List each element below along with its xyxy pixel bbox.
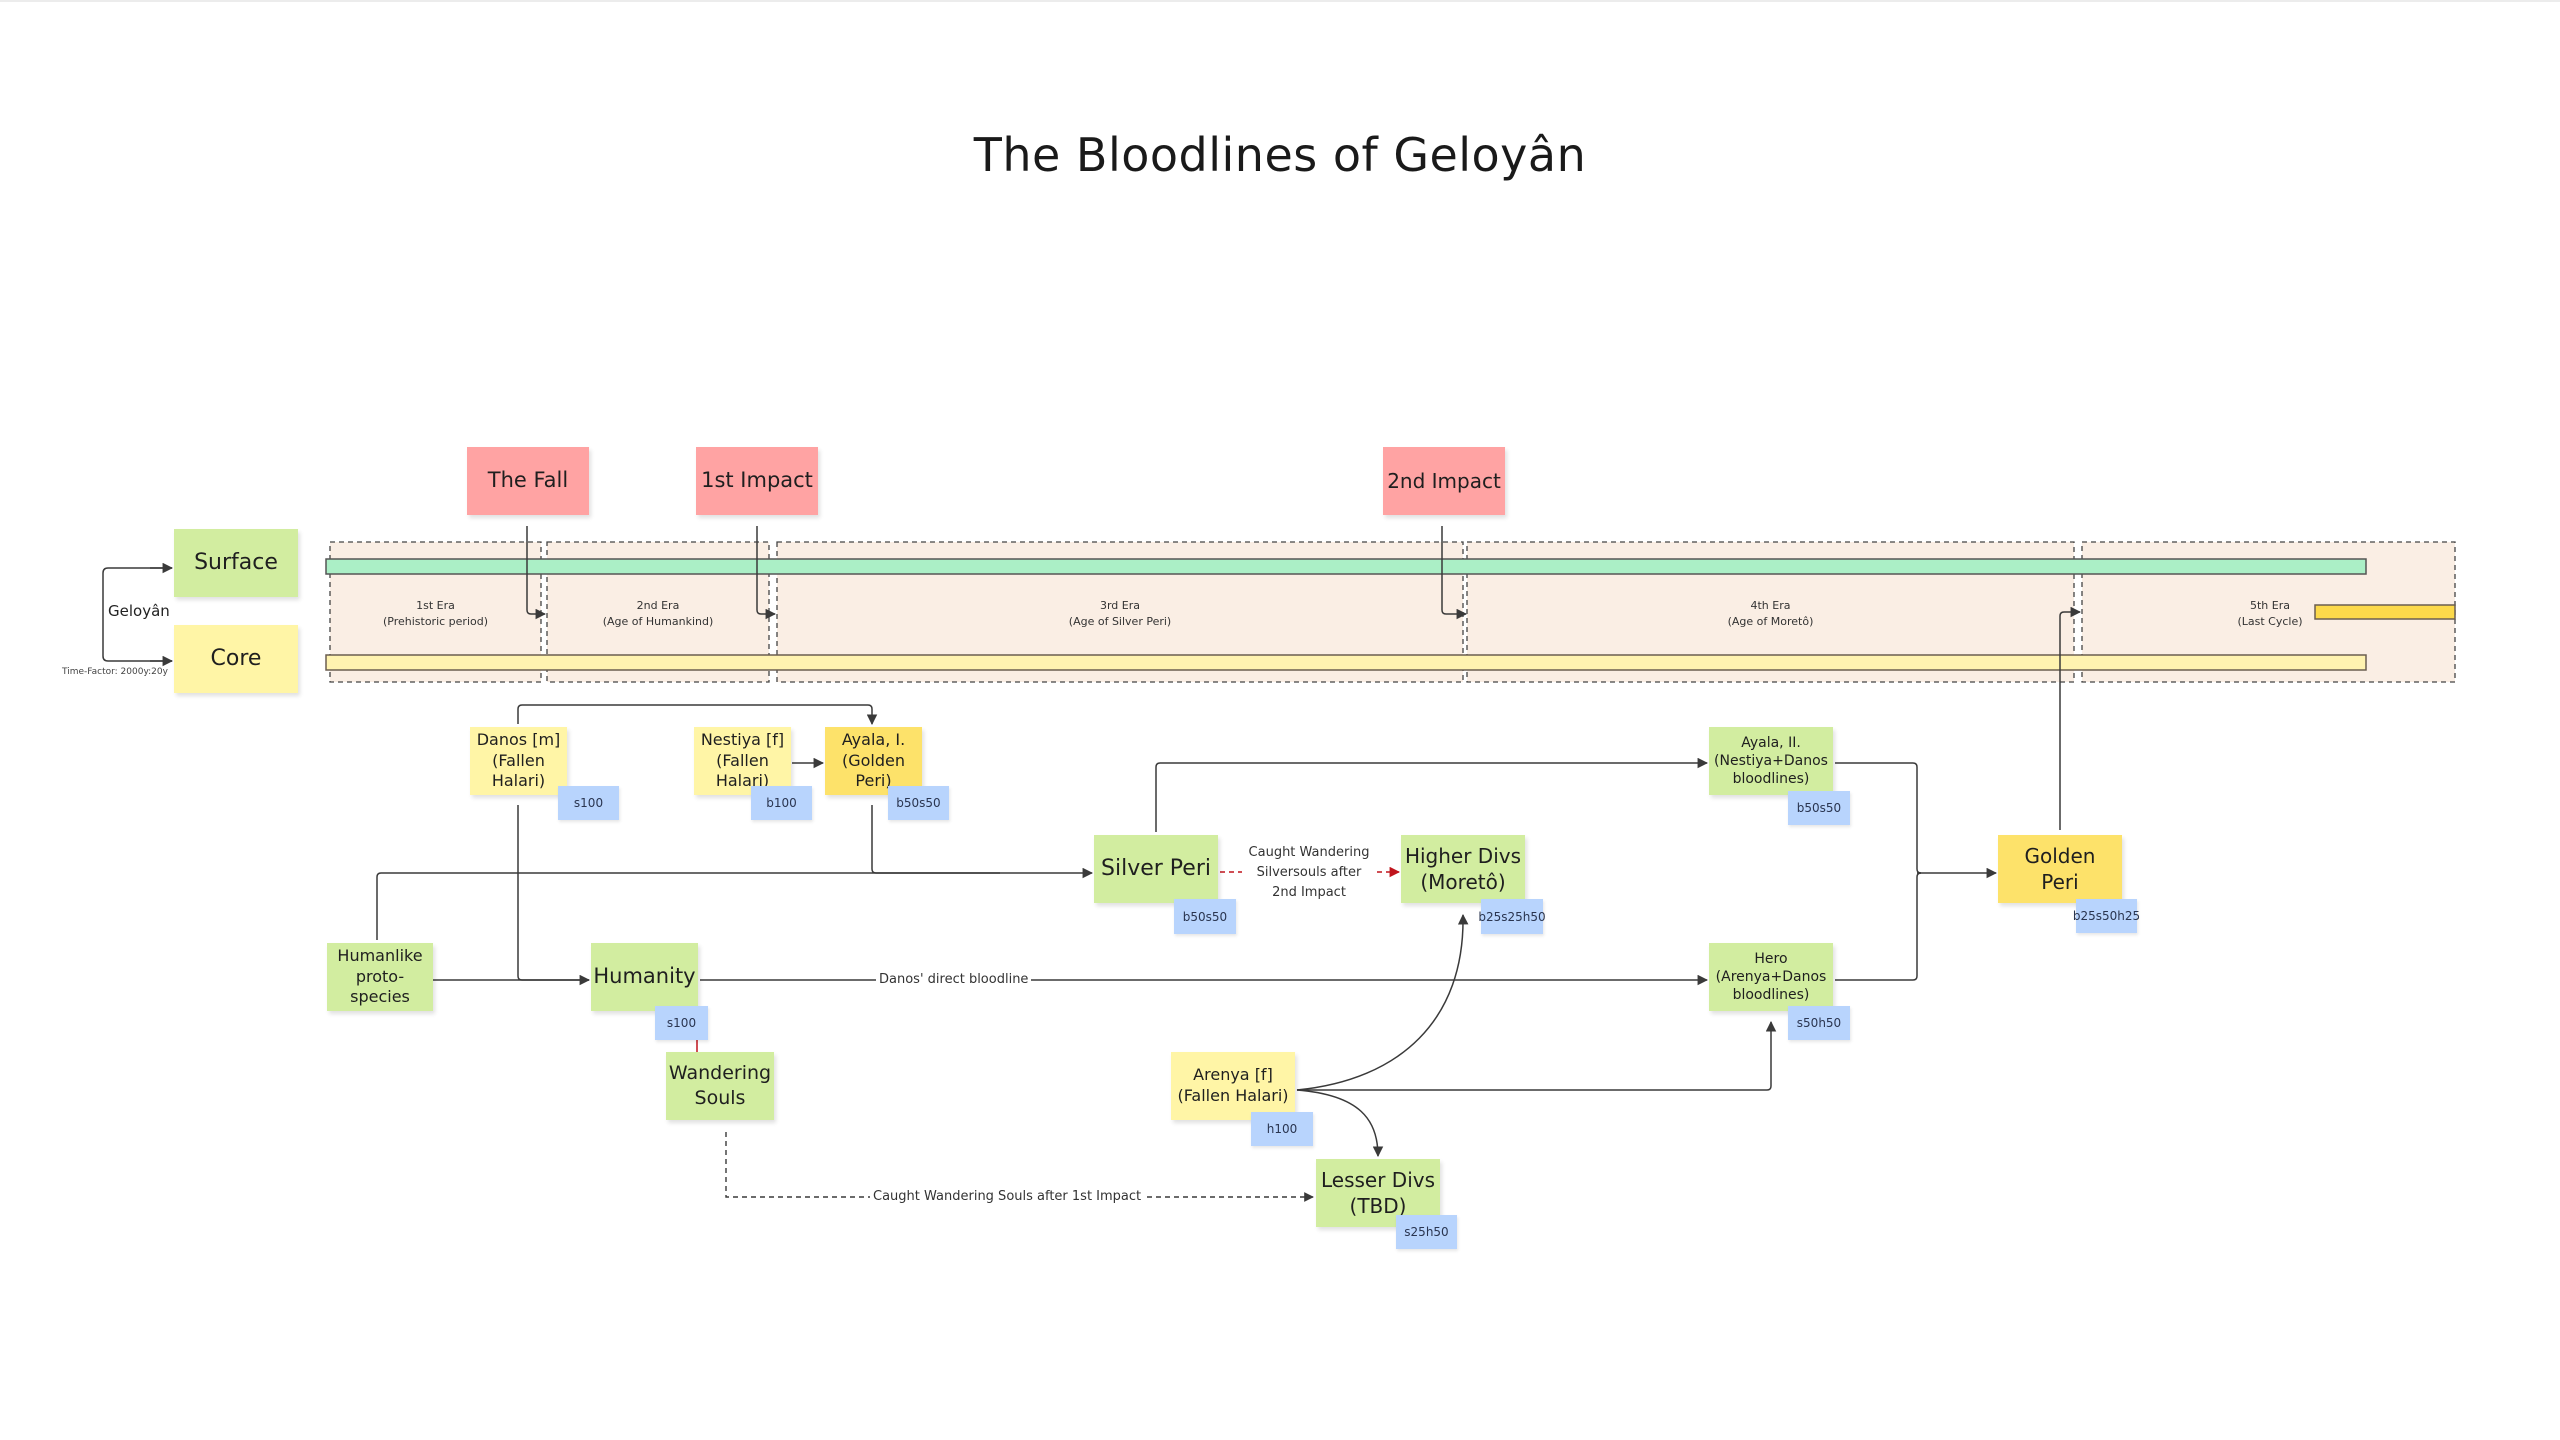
node-lesser-divs-label: Lesser Divs (TBD) [1320, 1168, 1436, 1218]
event-the-fall[interactable]: The Fall [467, 447, 589, 515]
node-golden-peri[interactable]: Golden Peri [1998, 835, 2122, 903]
era-2-label: 2nd Era (Age of Humankind) [602, 599, 714, 628]
node-arenya-label: Arenya [f] (Fallen Halari) [1177, 1065, 1289, 1105]
edge-humanlike-to-silverperi [376, 867, 1094, 940]
node-golden-peri-label: Golden Peri [2024, 844, 2096, 894]
node-hero-label: Hero (Arenya+Danos bloodlines) [1715, 950, 1827, 1004]
era-5-label: 5th Era (Last Cycle) [2237, 599, 2303, 628]
node-ayala1-tag: b50s50 [888, 786, 949, 820]
era-3-label: 3rd Era (Age of Silver Peri) [1068, 599, 1172, 628]
node-silver-peri[interactable]: Silver Peri [1094, 835, 1218, 903]
node-hero-tag: s50h50 [1788, 1006, 1850, 1040]
geloyan-label: Geloyân [108, 602, 170, 620]
node-ayala2[interactable]: Ayala, II. (Nestiya+Danos bloodlines) [1709, 727, 1833, 795]
diagram-title: The Bloodlines of Geloyân [973, 128, 1587, 182]
edge-wandering-to-lesserdivs [725, 1132, 1314, 1202]
node-silver-peri-tag: b50s50 [1174, 899, 1236, 934]
node-humanlike[interactable]: Humanlike proto-species [327, 943, 433, 1011]
core-bar [325, 654, 2367, 671]
edge-label-silversouls: Caught Wandering Silversouls after 2nd I… [1244, 843, 1374, 904]
edge-ayala1-to-silverperi [871, 805, 1000, 874]
geloyan-bracket-surface [102, 567, 172, 662]
node-humanity[interactable]: Humanity [591, 943, 698, 1011]
event-2nd-impact[interactable]: 2nd Impact [1383, 447, 1505, 515]
node-golden-peri-tag: b25s50h25 [2073, 899, 2140, 933]
node-humanlike-label: Humanlike proto-species [337, 945, 423, 1007]
event-2nd-impact-label: 2nd Impact [1387, 469, 1501, 493]
node-arenya[interactable]: Arenya [f] (Fallen Halari) [1171, 1052, 1295, 1120]
node-ayala2-label: Ayala, II. (Nestiya+Danos bloodlines) [1714, 734, 1828, 788]
node-higher-divs[interactable]: Higher Divs (Moretô) [1401, 835, 1525, 903]
edge-hero-to-goldenperi [1835, 872, 1922, 981]
edge-label-danos-bloodline: Danos' direct bloodline [876, 970, 1032, 991]
node-nestiya-tag: b100 [751, 786, 812, 820]
edge-label-wandering-souls: Caught Wandering Souls after 1st Impact [870, 1187, 1145, 1208]
top-divider [0, 0, 2560, 2]
node-ayala1-label: Ayala, I. (Golden Peri) [841, 729, 906, 791]
event-the-fall-label: The Fall [487, 468, 569, 493]
layer-core[interactable]: Core [174, 625, 298, 693]
node-arenya-tag: h100 [1251, 1112, 1313, 1146]
edge-fall-to-era2 [526, 526, 547, 620]
layer-core-label: Core [210, 645, 262, 671]
last-cycle-bar [2314, 604, 2456, 620]
edge-danos-to-humanity [517, 805, 591, 986]
edge-silverperi-to-ayala2 [1155, 757, 1709, 832]
edge-arenya-to-higherdivs [1296, 913, 1469, 1091]
edge-arenya-to-hero [1297, 1020, 1777, 1091]
node-silver-peri-label: Silver Peri [1101, 855, 1211, 881]
node-wandering-souls[interactable]: Wandering Souls [666, 1052, 774, 1120]
edge-danos-to-ayala1 [517, 704, 878, 726]
node-hero[interactable]: Hero (Arenya+Danos bloodlines) [1709, 943, 1833, 1011]
node-higher-divs-label: Higher Divs (Moretô) [1404, 844, 1522, 894]
node-nestiya-label: Nestiya [f] (Fallen Halari) [700, 729, 785, 791]
event-1st-impact[interactable]: 1st Impact [696, 447, 818, 515]
node-lesser-divs-tag: s25h50 [1396, 1215, 1457, 1249]
node-humanity-label: Humanity [593, 964, 696, 989]
node-nestiya[interactable]: Nestiya [f] (Fallen Halari) [694, 727, 791, 795]
surface-bar [325, 558, 2367, 575]
node-higher-divs-tag: b25s25h50 [1478, 899, 1546, 934]
node-ayala1[interactable]: Ayala, I. (Golden Peri) [825, 727, 922, 795]
node-wandering-souls-label: Wandering Souls [668, 1062, 772, 1109]
time-factor-label: Time-Factor: 2000y:20y [62, 667, 168, 677]
era-1-label: 1st Era (Prehistoric period) [382, 599, 489, 628]
edge-impact2-to-era4 [1441, 526, 1468, 620]
event-1st-impact-label: 1st Impact [701, 468, 813, 493]
node-danos-label: Danos [m] (Fallen Halari) [476, 729, 561, 791]
node-lesser-divs[interactable]: Lesser Divs (TBD) [1316, 1159, 1440, 1227]
layer-surface-label: Surface [194, 549, 278, 575]
node-danos-tag: s100 [558, 786, 619, 820]
layer-surface[interactable]: Surface [174, 529, 298, 597]
edge-impact1-to-era3 [756, 526, 777, 620]
node-humanity-tag: s100 [655, 1006, 708, 1040]
edge-arenya-to-lesserdivs [1296, 1089, 1384, 1158]
edge-goldenperi-to-era5 [2059, 606, 2082, 830]
node-danos[interactable]: Danos [m] (Fallen Halari) [470, 727, 567, 795]
node-ayala2-tag: b50s50 [1788, 791, 1850, 825]
era-4-label: 4th Era (Age of Moretô) [1727, 599, 1814, 628]
